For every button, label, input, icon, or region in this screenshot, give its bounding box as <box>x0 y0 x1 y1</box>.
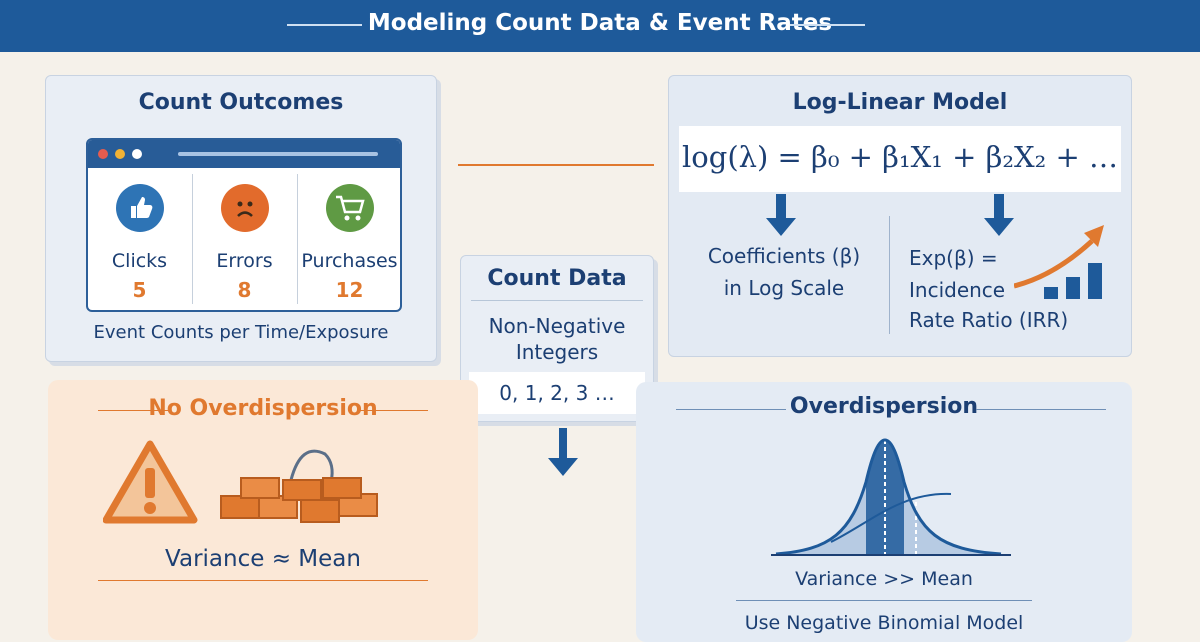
count-data-title: Count Data <box>487 266 627 291</box>
count-outcomes-panel: Count Outcomes Clicks 5 Errors 8 <box>45 75 437 362</box>
count-values-box: 0, 1, 2, 3 … <box>469 372 645 414</box>
relation-underline <box>736 600 1032 601</box>
overdispersion-relation: Variance >> Mean <box>795 568 973 590</box>
title-rule-right <box>976 409 1106 410</box>
connector-line <box>458 164 654 166</box>
no-overdispersion-title: No Overdispersion <box>148 396 378 421</box>
browser-close-dot <box>98 149 108 159</box>
exp-beta-label: Exp(β) = <box>909 246 998 270</box>
outcome-clicks: Clicks 5 <box>88 170 191 310</box>
outcome-errors: Errors 8 <box>193 170 296 310</box>
distribution-curve-icon <box>771 438 1011 556</box>
title-rule-left <box>98 410 168 411</box>
log-linear-panel: Log-Linear Model log(λ) = β₀ + β₁X₁ + β₂… <box>668 75 1132 357</box>
irr-label: Rate Ratio (IRR) <box>909 308 1069 332</box>
log-linear-formula: log(λ) = β₀ + β₁X₁ + β₂X₂ + … <box>682 140 1118 174</box>
outcome-value: 12 <box>335 278 364 302</box>
column-divider <box>192 174 193 304</box>
relation-underline <box>98 580 428 581</box>
header-banner: Modeling Count Data & Event Rates <box>0 0 1200 52</box>
browser-toolbar <box>88 140 400 168</box>
header-subtitle: Modeling Count Data & Event Rates <box>367 10 833 36</box>
down-arrow-icon <box>766 194 796 236</box>
header-rule-left <box>287 24 362 26</box>
browser-minimize-dot <box>115 149 125 159</box>
no-overdispersion-relation: Variance ≈ Mean <box>165 546 361 572</box>
browser-window: Clicks 5 Errors 8 Purchases 12 <box>86 138 402 312</box>
vertical-divider <box>889 216 890 334</box>
title-rule-left <box>676 409 786 410</box>
coefficients-label: Coefficients (β) <box>707 244 861 268</box>
log-linear-title: Log-Linear Model <box>792 90 1008 115</box>
overdispersion-panel: Overdispersion Variance >> Mean Use Nega… <box>636 382 1132 642</box>
negative-binomial-label: Use Negative Binomial Model <box>744 612 1024 634</box>
log-scale-label: in Log Scale <box>723 276 845 300</box>
formula-box: log(λ) = β₀ + β₁X₁ + β₂X₂ + … <box>679 126 1121 192</box>
count-outcomes-title: Count Outcomes <box>138 90 344 115</box>
header-rule-right <box>790 24 865 26</box>
no-overdispersion-panel: No Overdispersion Variance ≈ Mean <box>48 380 478 640</box>
outcome-label: Clicks <box>111 250 168 272</box>
thumbs-up-icon <box>116 184 164 232</box>
growth-chart-icon <box>1014 225 1104 299</box>
outcome-value: 8 <box>237 278 252 302</box>
count-data-rule <box>471 300 643 301</box>
warning-icon <box>103 440 198 524</box>
count-data-desc-2: Integers <box>515 340 599 364</box>
browser-maximize-dot <box>132 149 142 159</box>
column-divider <box>297 174 298 304</box>
shopping-cart-icon <box>326 184 374 232</box>
down-arrow-icon <box>548 428 578 476</box>
sad-face-icon <box>221 184 269 232</box>
browser-url-bar <box>178 152 378 156</box>
title-rule-right <box>358 410 428 411</box>
count-data-desc-1: Non-Negative <box>488 314 626 338</box>
outcome-value: 5 <box>132 278 147 302</box>
outcome-purchases: Purchases 12 <box>298 170 400 310</box>
count-values: 0, 1, 2, 3 … <box>499 381 615 405</box>
incidence-label: Incidence <box>909 278 1006 302</box>
overdispersion-title: Overdispersion <box>789 394 979 419</box>
outcome-label: Errors <box>216 250 273 272</box>
outcome-label: Purchases <box>301 250 398 272</box>
count-data-panel: Count Data Non-Negative Integers 0, 1, 2… <box>460 255 654 422</box>
down-arrow-icon <box>984 194 1014 236</box>
count-outcomes-caption: Event Counts per Time/Exposure <box>93 322 389 343</box>
stacked-blocks-icon <box>220 449 378 523</box>
